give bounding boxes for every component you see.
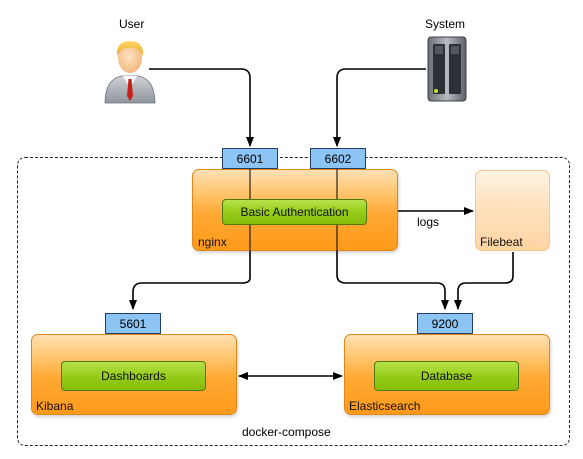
filebeat-to-9200-arrow: [454, 252, 514, 310]
kibana-label: Kibana: [36, 399, 74, 413]
filebeat-label: Filebeat: [480, 235, 523, 249]
dashboards-box: Dashboards: [61, 361, 206, 391]
docker-compose-boundary: [17, 157, 570, 446]
nginx-to-9200-arrow: [336, 251, 449, 310]
database-box: Database: [374, 361, 519, 391]
user-label: User: [119, 17, 145, 31]
filebeat-container: [475, 170, 550, 251]
port-9200: 9200: [417, 313, 473, 334]
user-icon: [104, 41, 156, 104]
elasticsearch-label: Elasticsearch: [349, 399, 421, 413]
port-6602: 6602: [310, 148, 366, 169]
port-6601: 6601: [222, 148, 278, 169]
logs-label: logs: [417, 215, 440, 229]
docker-compose-label: docker-compose: [242, 425, 331, 439]
port-5601: 5601: [105, 313, 161, 334]
system-label: System: [425, 17, 466, 31]
user-to-6601-arrow: [149, 68, 254, 147]
basic-authentication-box: Basic Authentication: [222, 199, 367, 225]
nginx-label: nginx: [198, 235, 227, 249]
server-icon: [427, 36, 467, 102]
nginx-to-5601-arrow: [129, 251, 251, 310]
system-to-6602-arrow: [333, 68, 426, 147]
